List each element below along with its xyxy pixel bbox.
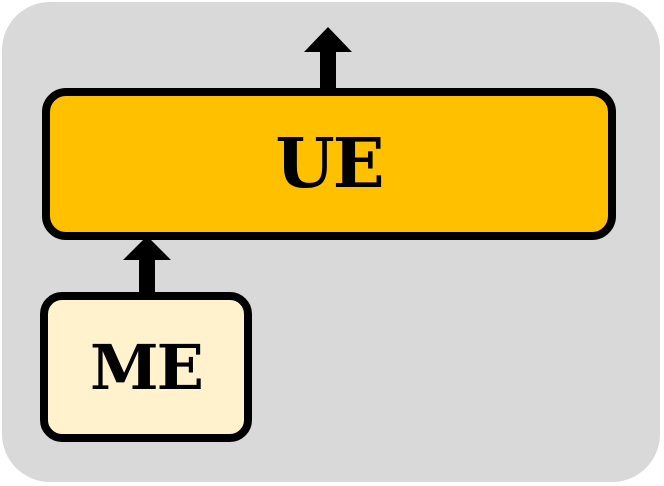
me-label: ME <box>90 330 204 404</box>
me-to-ue-arrow <box>123 236 171 294</box>
ue-label: UE <box>275 124 384 204</box>
me-node: ME <box>40 292 252 442</box>
output-arrow <box>304 27 352 90</box>
ue-node: UE <box>42 88 616 240</box>
